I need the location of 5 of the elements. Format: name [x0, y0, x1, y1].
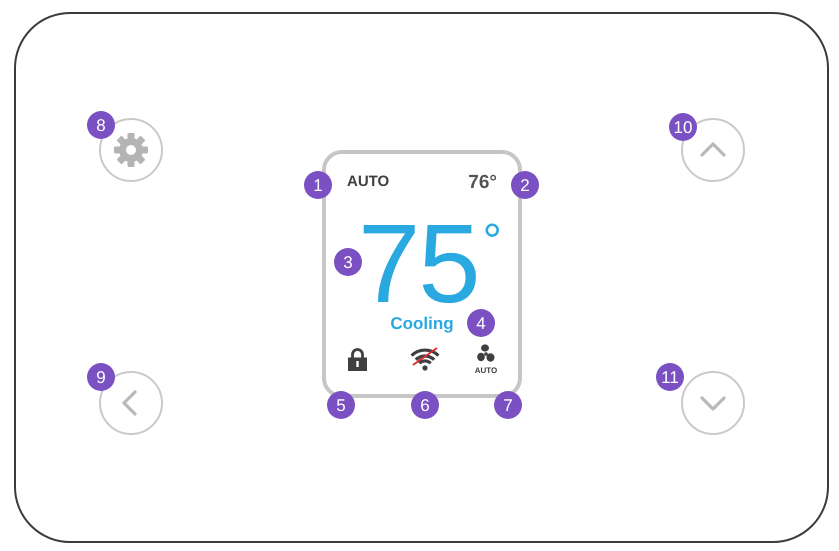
- setpoint-temperature: 76°: [468, 173, 497, 192]
- display-screen: [322, 150, 522, 398]
- fan-mode-text: AUTO: [474, 367, 498, 375]
- mode-text: AUTO: [347, 174, 390, 189]
- device-outline: [14, 12, 829, 543]
